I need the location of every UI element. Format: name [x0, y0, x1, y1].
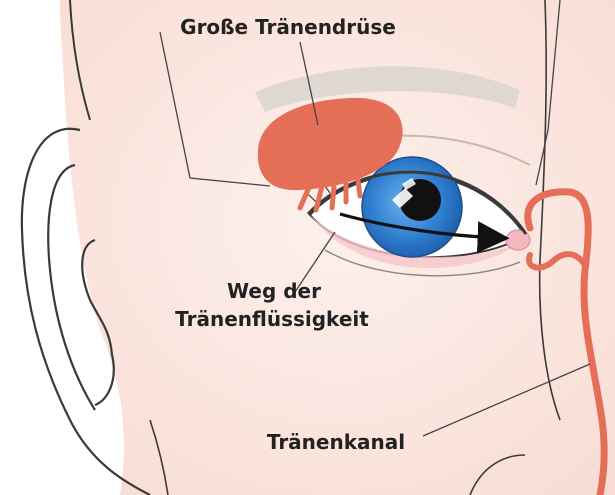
label-path-line1: Weg der [227, 279, 321, 303]
label-gland: Große Tränendrüse [180, 15, 396, 39]
label-path-line2: Tränenflüssigkeit [175, 307, 369, 331]
label-duct: Tränenkanal [267, 430, 405, 454]
